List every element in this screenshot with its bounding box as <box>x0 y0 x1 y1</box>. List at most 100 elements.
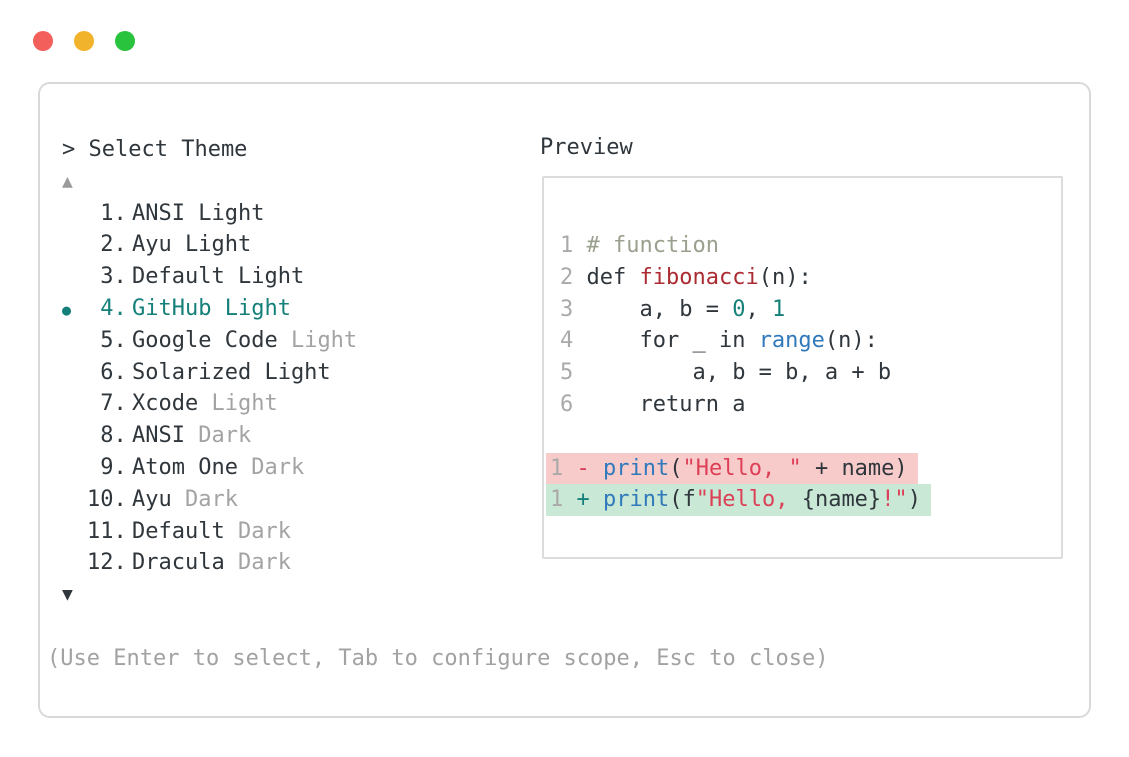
theme-list-item[interactable]: ● 4. GitHub Light <box>40 293 1089 325</box>
line-number: 1 <box>550 487 577 513</box>
theme-name: Ayu <box>132 486 172 512</box>
deleted-line-highlight: 1 - print("Hello, " + name) <box>546 452 918 485</box>
line-number: 2 <box>560 264 587 290</box>
code-line: 4 for _ in range(n): <box>544 325 1061 357</box>
token-plain: a, b = b, a + b <box>586 360 892 386</box>
minimize-button[interactable] <box>74 31 94 51</box>
token-addsign: + <box>576 487 603 513</box>
close-button[interactable] <box>33 31 53 51</box>
theme-list-item[interactable]: 1. ANSI Light <box>40 198 1089 230</box>
code-line <box>544 421 1061 453</box>
theme-name: Default Light <box>132 264 305 290</box>
theme-list-item[interactable]: 7. Xcode Light <box>40 388 1089 420</box>
theme-list-item[interactable]: 5. Google Code Light <box>40 325 1089 357</box>
token-builtin: range <box>758 328 825 354</box>
code-line: 5 a, b = b, a + b <box>544 357 1061 389</box>
preview-title: Preview <box>540 135 633 160</box>
theme-list-item[interactable]: 11. Default Dark <box>40 516 1089 548</box>
theme-name: GitHub Light <box>132 295 291 321</box>
theme-name: Atom One <box>132 454 238 480</box>
line-number: 4 <box>560 328 587 354</box>
theme-variant: Dark <box>184 423 252 449</box>
token-plain: ( <box>669 455 683 481</box>
theme-list-item[interactable]: 9. Atom One Dark <box>40 452 1089 484</box>
scroll-down-icon[interactable]: ▼ <box>62 584 73 606</box>
theme-number: 10. <box>87 486 140 512</box>
token-delsign: - <box>576 455 603 481</box>
theme-number: 5. <box>87 327 140 353</box>
token-string: !" <box>881 487 908 513</box>
theme-name: Default <box>132 518 225 544</box>
line-number: 6 <box>560 391 587 417</box>
token-string: "Hello, <box>695 487 802 513</box>
theme-number: 9. <box>87 454 140 480</box>
theme-number: 6. <box>87 359 140 385</box>
theme-name: ANSI Light <box>132 200 265 226</box>
code-line: 1 # function <box>544 230 1061 262</box>
scroll-up-icon[interactable]: ▲ <box>62 170 73 192</box>
token-plain: a, b = <box>586 296 733 322</box>
token-string: "Hello, " <box>682 455 802 481</box>
theme-selector-window: > Select Theme ▲ 1. ANSI Light 2. Ayu Li… <box>38 82 1091 718</box>
token-builtin: print <box>603 455 670 481</box>
token-plain: , <box>745 296 772 322</box>
theme-number: 7. <box>87 391 140 417</box>
code-line: 6 return a <box>544 389 1061 421</box>
token-plain: (n): <box>824 328 878 354</box>
theme-list-item[interactable]: 10. Ayu Dark <box>40 484 1089 516</box>
token-plain: def <box>586 264 640 290</box>
theme-variant: Dark <box>237 454 305 480</box>
theme-number: 12. <box>87 550 140 576</box>
code-line: 3 a, b = 0, 1 <box>544 294 1061 326</box>
token-plain: for _ in <box>586 328 759 354</box>
window-controls <box>33 31 135 51</box>
theme-variant: Dark <box>171 486 238 512</box>
theme-list-item[interactable]: 8. ANSI Dark <box>40 420 1089 452</box>
token-builtin: print <box>603 487 670 513</box>
theme-name: Google Code <box>132 327 278 353</box>
token-plain: (f <box>669 487 696 513</box>
theme-variant: Dark <box>224 550 291 576</box>
theme-number: 3. <box>87 264 140 290</box>
theme-number: 11. <box>87 518 140 544</box>
theme-number: 8. <box>87 423 140 449</box>
theme-name: Dracula <box>132 550 225 576</box>
line-number: 5 <box>560 360 587 386</box>
theme-list-item[interactable]: 2. Ayu Light <box>40 229 1089 261</box>
keyboard-hint: (Use Enter to select, Tab to configure s… <box>47 645 829 671</box>
token-plain: return a <box>586 391 746 417</box>
selected-bullet-icon: ● <box>62 300 72 319</box>
theme-variant: Light <box>277 327 358 353</box>
maximize-button[interactable] <box>115 31 135 51</box>
token-plain: ) <box>907 487 921 513</box>
theme-name: Ayu Light <box>132 232 252 258</box>
diff-line-del: 1 - print("Hello, " + name) <box>544 452 1061 485</box>
theme-number: 1. <box>87 200 140 226</box>
token-func: fibonacci <box>639 264 759 290</box>
theme-list: 1. ANSI Light 2. Ayu Light 3. Default Li… <box>40 198 1089 580</box>
token-plain: (n): <box>758 264 812 290</box>
theme-name: ANSI <box>132 423 185 449</box>
diff-line-add: 1 + print(f"Hello, {name}!") <box>544 484 1061 517</box>
theme-variant: Dark <box>224 518 291 544</box>
theme-list-item[interactable]: 3. Default Light <box>40 261 1089 293</box>
line-number: 1 <box>550 455 577 481</box>
token-plain: {name} <box>801 487 882 513</box>
theme-name: Solarized Light <box>132 359 331 385</box>
token-numlit: 0 <box>732 296 746 322</box>
page-title: > Select Theme <box>62 137 248 162</box>
line-number: 3 <box>560 296 587 322</box>
token-numlit: 1 <box>771 296 786 322</box>
token-comment: # function <box>586 233 719 258</box>
theme-variant: Light <box>198 391 278 417</box>
code-line: 2 def fibonacci(n): <box>544 262 1061 294</box>
theme-list-column: > Select Theme ▲ 1. ANSI Light 2. Ayu Li… <box>40 84 1089 675</box>
added-line-highlight: 1 + print(f"Hello, {name}!") <box>546 484 931 517</box>
line-number: 1 <box>560 233 587 258</box>
theme-name: Xcode <box>132 391 199 417</box>
theme-list-item[interactable]: 6. Solarized Light <box>40 357 1089 389</box>
theme-list-item[interactable]: 12. Dracula Dark <box>40 547 1089 579</box>
theme-number: 2. <box>87 232 140 258</box>
